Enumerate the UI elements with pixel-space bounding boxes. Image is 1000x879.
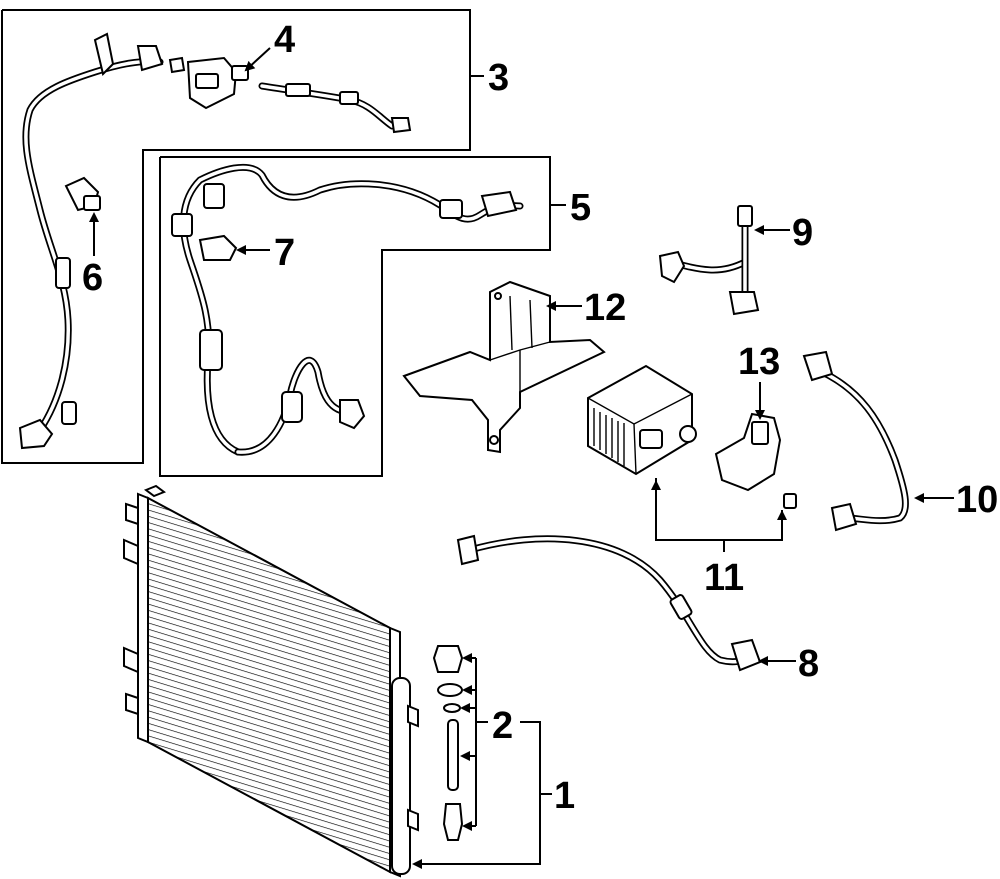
callout-5-label: 5 <box>570 187 591 229</box>
discharge-hose-segment[interactable] <box>258 82 412 134</box>
callout-4: 4 <box>244 19 295 72</box>
condenser-1[interactable] <box>123 484 419 878</box>
callout-5: 5 <box>550 187 591 229</box>
callout-7-label: 7 <box>274 232 295 274</box>
callout-9: 9 <box>754 212 813 254</box>
callout-8: 8 <box>758 643 819 685</box>
hose-9[interactable] <box>658 205 760 316</box>
oil-cooler-seal[interactable] <box>783 493 797 509</box>
hose-8[interactable] <box>456 534 762 672</box>
callout-2: 2 <box>460 653 513 831</box>
liquid-line-hose-5[interactable] <box>171 163 524 456</box>
callout-2-label: 2 <box>492 705 513 747</box>
callout-10-label: 10 <box>956 479 998 521</box>
callout-13: 13 <box>738 341 780 420</box>
pressure-sensor-6[interactable] <box>64 176 101 212</box>
callout-8-label: 8 <box>798 643 819 685</box>
oil-cooler-11[interactable] <box>587 364 697 476</box>
group-5-outline <box>159 156 551 477</box>
callout-11-label: 11 <box>704 557 744 599</box>
callout-4-label: 4 <box>274 19 295 61</box>
group-3-outline <box>1 9 471 464</box>
hose-10[interactable] <box>802 350 909 532</box>
callout-10: 10 <box>914 479 998 521</box>
bracket-12[interactable] <box>402 280 606 454</box>
callout-1: 1 <box>412 721 575 869</box>
callout-9-label: 9 <box>792 212 813 254</box>
callout-1-label: 1 <box>554 775 575 817</box>
drier-kit-2[interactable] <box>432 645 464 841</box>
callout-12-label: 12 <box>584 287 626 329</box>
pressure-switch-4[interactable] <box>186 56 249 110</box>
callout-12: 12 <box>546 287 626 329</box>
callout-3: 3 <box>470 57 509 99</box>
callout-13-label: 13 <box>738 341 780 383</box>
callout-3-label: 3 <box>488 57 509 99</box>
suction-hose-assembly[interactable] <box>18 32 186 450</box>
valve-13[interactable] <box>714 412 782 492</box>
callout-7: 7 <box>236 232 295 274</box>
callout-6: 6 <box>82 212 103 299</box>
callout-11: 11 <box>651 478 787 599</box>
pressure-sensor-7[interactable] <box>198 234 238 261</box>
callout-6-label: 6 <box>82 257 103 299</box>
